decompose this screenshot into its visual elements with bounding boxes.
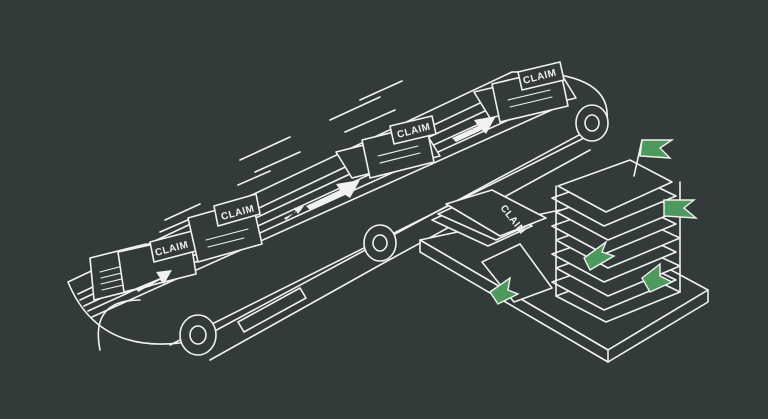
arrow-icon (284, 206, 304, 220)
flag-icon (641, 262, 674, 293)
flag-icon (489, 276, 520, 305)
claim-document-3: CLAIM (335, 115, 441, 179)
flag-icon (663, 199, 699, 219)
claim-document-arriving: CLAIM (431, 189, 553, 303)
flag-left (489, 276, 520, 305)
claim-document-2: CLAIM (187, 193, 263, 263)
flag-lower (641, 262, 674, 293)
claim-document-1: CLAIM (89, 229, 201, 301)
flag-top (633, 139, 675, 177)
arrow-icon (306, 180, 360, 210)
claim-document-4: CLAIM (473, 61, 577, 123)
arrow-large (452, 116, 496, 142)
arrow-icon (136, 270, 172, 292)
flag-icon (639, 139, 675, 159)
arrow-icon (452, 116, 496, 142)
flag-right (663, 199, 699, 219)
arrow-medium (306, 180, 360, 210)
document-stack (551, 159, 681, 323)
arrow-small (284, 206, 304, 220)
flag-mid (583, 240, 616, 271)
flag-icon (583, 240, 616, 271)
